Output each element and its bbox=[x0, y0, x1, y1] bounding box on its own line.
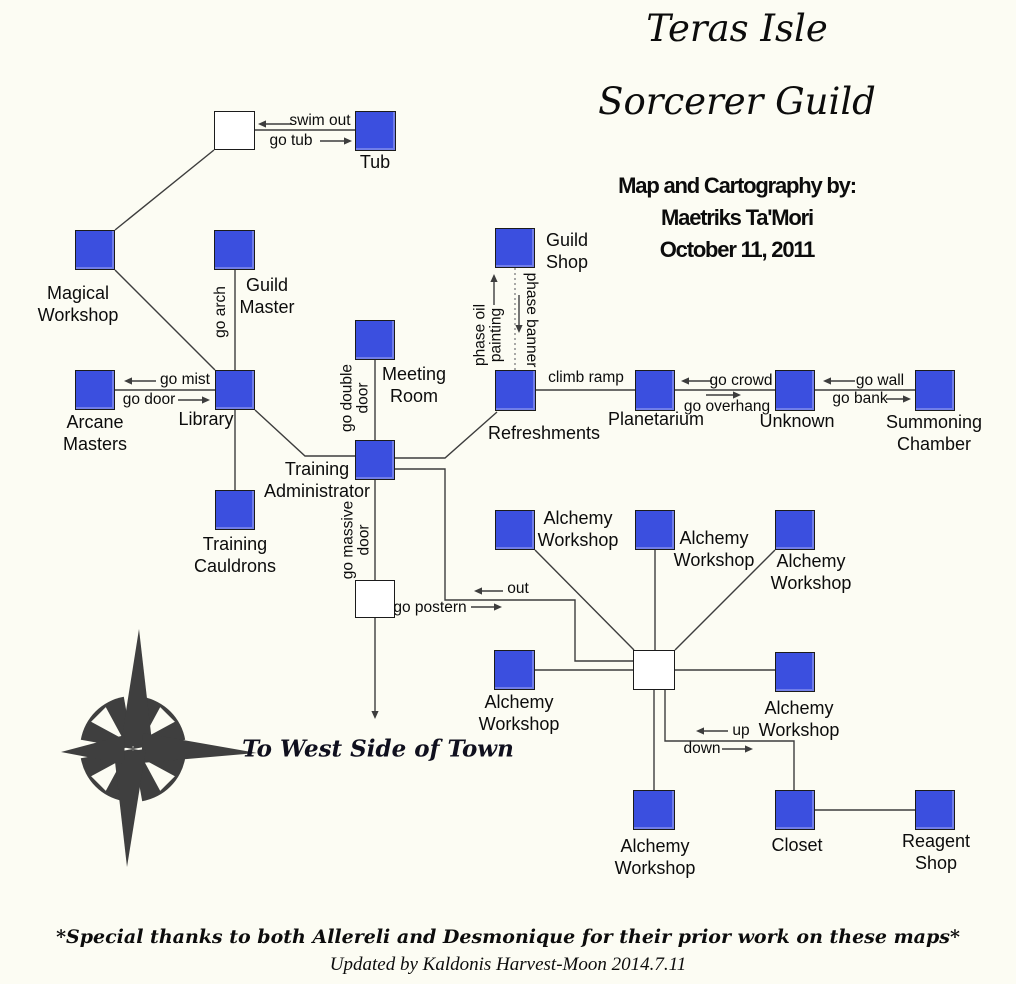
movement-label-swim-out: swim out bbox=[289, 111, 351, 129]
room-label-library: Library bbox=[178, 409, 234, 430]
room-summoning-chamber bbox=[915, 370, 955, 411]
movement-label-go-mist: go mist bbox=[160, 370, 210, 388]
edge-awne-hub bbox=[674, 549, 776, 651]
arrow-head-up bbox=[696, 727, 704, 735]
room-tub-entry bbox=[214, 111, 255, 150]
credits-line3: October 11, 2011 bbox=[659, 236, 816, 262]
compass-rose-icon bbox=[61, 629, 257, 867]
arrow-head-go-wall bbox=[823, 377, 831, 385]
room-reagent-shop bbox=[915, 790, 955, 830]
edge-hub-closet bbox=[664, 690, 795, 790]
room-guild-master bbox=[214, 230, 255, 270]
arrow-head-go-crowd bbox=[681, 377, 689, 385]
room-alchemy-workshop-n bbox=[635, 510, 675, 550]
map-title-line1: Teras Isle bbox=[646, 7, 828, 50]
room-refreshments bbox=[495, 370, 536, 411]
movement-label-go-overhang: go overhang bbox=[683, 397, 771, 415]
room-magical-workshop bbox=[75, 230, 115, 270]
edge-library-trainadmin bbox=[254, 409, 355, 457]
room-label-alchemy-workshop-ne: Alchemy Workshop bbox=[770, 551, 852, 593]
map-title: Teras Isle Sorcerer Guild bbox=[598, 10, 876, 156]
room-label-alchemy-workshop-nw: Alchemy Workshop bbox=[537, 508, 619, 550]
west-side-exit-label: To West Side of Town bbox=[242, 735, 514, 763]
arrow-head-to-west-side bbox=[371, 711, 379, 719]
movement-label-up: up bbox=[732, 721, 750, 739]
room-planetarium bbox=[635, 370, 675, 411]
credits-line2: Maetriks Ta'Mori bbox=[661, 204, 814, 230]
room-closet bbox=[775, 790, 815, 830]
movement-label-go-arch: go arch bbox=[211, 286, 229, 338]
arrow-head-go-door bbox=[202, 396, 210, 404]
arrow-head-down bbox=[745, 745, 753, 753]
room-label-refreshments: Refreshments bbox=[487, 423, 601, 444]
movement-label-go-crowd: go crowd bbox=[709, 371, 773, 389]
movement-label-go-bank: go bank bbox=[832, 389, 888, 407]
room-guild-shop bbox=[495, 228, 535, 268]
movement-label-out: out bbox=[507, 579, 529, 597]
room-label-training-administrator: Training Administrator bbox=[263, 459, 371, 501]
edge-magical-library bbox=[114, 269, 216, 371]
arrow-head-go-tub bbox=[344, 137, 352, 145]
room-label-guild-master: Guild Master bbox=[239, 275, 295, 317]
movement-label-down: down bbox=[683, 739, 721, 757]
arrow-head-swim-out bbox=[258, 120, 266, 128]
room-label-unknown: Unknown bbox=[759, 411, 835, 432]
room-alchemy-workshop-w bbox=[494, 650, 535, 690]
room-alchemy-workshop-s bbox=[633, 790, 675, 830]
room-arcane-masters bbox=[75, 370, 115, 410]
map-title-line2: Sorcerer Guild bbox=[598, 80, 876, 123]
edge-awnw-hub bbox=[534, 549, 635, 651]
footer-updated-text: Updated by Kaldonis Harvest-Moon 2014.7.… bbox=[329, 954, 687, 975]
movement-label-phase-banner: phase banner bbox=[523, 272, 541, 368]
room-label-closet: Closet bbox=[771, 835, 823, 856]
room-alchemy-workshop-e bbox=[775, 652, 815, 692]
room-alchemy-workshop-ne bbox=[775, 510, 815, 550]
arrow-head-phase-banner-down bbox=[515, 325, 523, 333]
movement-label-go-postern: go postern bbox=[393, 598, 467, 616]
room-tub bbox=[355, 111, 396, 151]
edge-trainadmin-hub-postern bbox=[395, 468, 633, 662]
movement-label-go-wall: go wall bbox=[855, 371, 905, 389]
room-label-magical-workshop: Magical Workshop bbox=[37, 283, 119, 325]
footer-thanks-text: *Special thanks to both Allereli and Des… bbox=[56, 926, 960, 948]
edge-trainadmin-refreshments bbox=[395, 411, 498, 459]
room-label-alchemy-workshop-w: Alchemy Workshop bbox=[478, 692, 560, 734]
room-label-meeting-room: Meeting Room bbox=[381, 364, 447, 406]
arrow-head-go-postern bbox=[494, 603, 502, 611]
movement-label-go-massive-door: go massive door bbox=[339, 500, 373, 580]
movement-label-go-tub: go tub bbox=[269, 131, 313, 149]
room-training-cauldrons bbox=[215, 490, 255, 530]
movement-label-go-door: go door bbox=[122, 390, 176, 408]
arrow-head-go-overhang bbox=[733, 391, 741, 399]
arrow-head-go-mist bbox=[124, 377, 132, 385]
room-label-summoning-chamber: Summoning Chamber bbox=[885, 412, 983, 454]
room-postern-exit bbox=[355, 580, 395, 618]
room-label-arcane-masters: Arcane Masters bbox=[62, 412, 128, 454]
room-label-alchemy-workshop-n: Alchemy Workshop bbox=[673, 528, 755, 570]
room-label-alchemy-workshop-s: Alchemy Workshop bbox=[614, 836, 696, 878]
credits-line1: Map and Cartography by: bbox=[618, 173, 857, 198]
room-unknown bbox=[775, 370, 815, 411]
movement-label-go-double-door: go double door bbox=[338, 363, 372, 433]
arrow-head-go-bank bbox=[903, 395, 911, 403]
movement-label-climb-ramp: climb ramp bbox=[548, 368, 624, 386]
room-label-training-cauldrons: Training Cauldrons bbox=[193, 534, 277, 576]
room-library bbox=[215, 370, 255, 410]
map-credits: Map and Cartography by: Maetriks Ta'Mori… bbox=[618, 170, 857, 266]
arrow-head-phase-oil-up bbox=[490, 274, 498, 282]
room-alchemy-workshop-nw bbox=[495, 510, 535, 550]
room-label-alchemy-workshop-e: Alchemy Workshop bbox=[758, 698, 840, 740]
room-meeting-room bbox=[355, 320, 395, 360]
movement-label-phase-oil-painting: phase oil painting bbox=[471, 303, 505, 367]
room-label-planetarium: Planetarium bbox=[607, 409, 705, 430]
room-training-administrator bbox=[355, 440, 395, 480]
room-alchemy-hub bbox=[633, 650, 675, 690]
edge-tubentry-magical bbox=[114, 149, 215, 231]
room-label-guild-shop: Guild Shop bbox=[545, 230, 589, 272]
room-label-tub: Tub bbox=[359, 152, 391, 173]
room-label-reagent-shop: Reagent Shop bbox=[901, 831, 971, 873]
arrow-head-out bbox=[474, 587, 482, 595]
